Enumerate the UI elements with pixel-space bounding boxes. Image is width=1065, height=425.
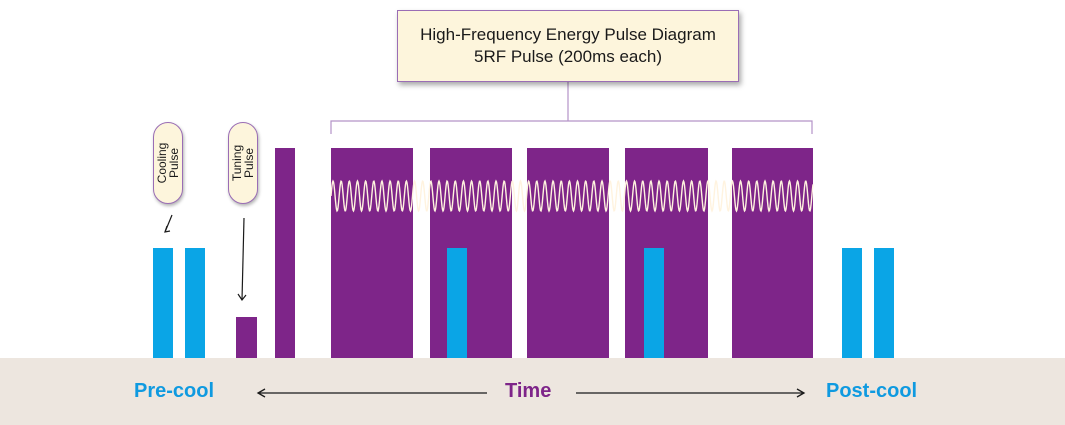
postcool-label: Post-cool bbox=[826, 380, 918, 402]
tuning-callout-arrow bbox=[237, 217, 247, 302]
precool-pulse-2 bbox=[185, 248, 205, 358]
title-box: High-Frequency Energy Pulse Diagram 5RF … bbox=[397, 10, 739, 82]
rf-waves bbox=[330, 179, 814, 213]
intra-cool-pulse-1 bbox=[447, 248, 467, 358]
title-line-2: 5RF Pulse (200ms each) bbox=[473, 47, 663, 66]
time-label: Time bbox=[505, 380, 552, 402]
cooling-callout-arrow bbox=[164, 214, 173, 233]
rf-pulse-3 bbox=[527, 148, 609, 358]
rf-pulse-bracket bbox=[330, 82, 813, 134]
tuning-pulse-callout: Tuning Pulse bbox=[228, 122, 258, 204]
precool-pulse-1 bbox=[153, 248, 173, 358]
title-line-1: High-Frequency Energy Pulse Diagram bbox=[420, 25, 716, 44]
intra-cool-pulse-2 bbox=[644, 248, 664, 358]
postcool-pulse-2 bbox=[874, 248, 894, 358]
rf-pulse-1 bbox=[331, 148, 413, 358]
precool-label: Pre-cool bbox=[134, 380, 215, 402]
time-arrow-left bbox=[256, 388, 487, 398]
rf-sine-wave bbox=[330, 179, 814, 213]
postcool-pulse-1 bbox=[842, 248, 862, 358]
time-axis-band bbox=[0, 358, 1065, 425]
tuning-pulse bbox=[236, 317, 257, 358]
rf-pulse-5 bbox=[732, 148, 813, 358]
time-arrow-right bbox=[576, 388, 806, 398]
rf-pulse-4 bbox=[625, 148, 708, 358]
tuning-callout-line-2: Pulse bbox=[242, 147, 256, 179]
cooling-pulse-callout: Cooling Pulse bbox=[153, 122, 183, 204]
tuning-pulse-tall bbox=[275, 148, 295, 358]
rf-pulse-2 bbox=[430, 148, 512, 358]
cooling-callout-line-2: Pulse bbox=[167, 147, 181, 179]
